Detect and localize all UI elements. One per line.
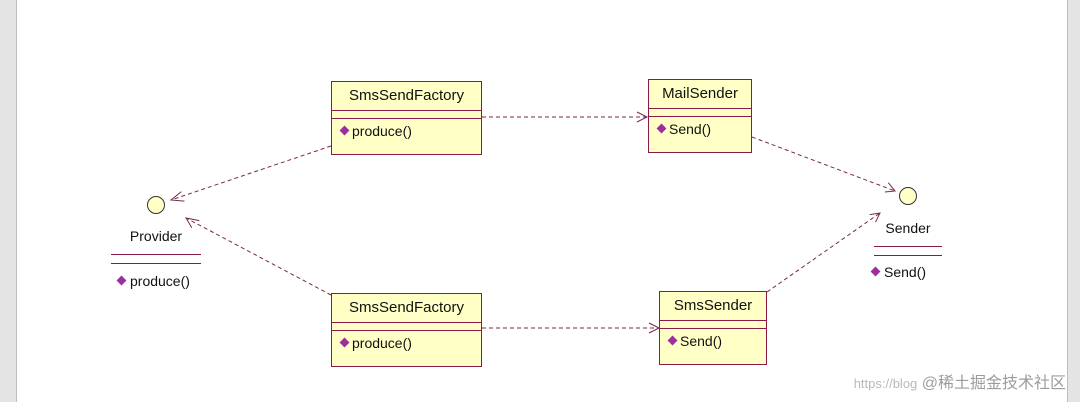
class-mail-sender[interactable]: MailSender Send() xyxy=(648,79,752,153)
interface-operation: Send() xyxy=(862,264,954,280)
interface-provider[interactable]: Provider produce() xyxy=(108,196,204,289)
class-name: SmsSendFactory xyxy=(332,294,481,323)
watermark: https://blog @稀土掘金技术社区 xyxy=(854,369,1066,393)
watermark-text: @稀土掘金技术社区 xyxy=(921,375,1066,392)
operation-icon xyxy=(656,123,667,134)
operation-label: produce() xyxy=(352,335,412,351)
edge-sms-sender-to-sender xyxy=(766,212,881,293)
operation-label: Send() xyxy=(680,333,723,349)
interface-divider xyxy=(874,255,942,256)
operations-compartment: produce() xyxy=(332,119,481,143)
interface-divider xyxy=(111,263,201,264)
attributes-compartment xyxy=(332,111,481,119)
class-name: MailSender xyxy=(649,80,751,109)
class-name: SmsSendFactory xyxy=(332,82,481,111)
window-left-border xyxy=(0,0,17,402)
interface-operation: produce() xyxy=(108,273,204,289)
edge-factory-top-to-provider xyxy=(170,145,332,201)
attributes-compartment xyxy=(332,323,481,331)
operation-label: Send() xyxy=(669,121,712,137)
interface-lollipop-icon xyxy=(899,187,917,205)
interface-divider xyxy=(874,246,942,247)
interface-lollipop-icon xyxy=(147,196,165,214)
interface-divider xyxy=(111,254,201,255)
operation-label: produce() xyxy=(130,273,190,289)
attributes-compartment xyxy=(649,109,751,117)
operation-icon xyxy=(339,337,350,348)
edge-factory-bottom-to-provider xyxy=(185,217,332,296)
operations-compartment: Send() xyxy=(649,117,751,141)
interface-name: Sender xyxy=(885,220,931,236)
watermark-url: https://blog xyxy=(853,376,918,391)
class-sms-send-factory-top[interactable]: SmsSendFactory produce() xyxy=(331,81,482,155)
arrowhead-icon xyxy=(185,217,200,229)
operation-icon xyxy=(667,335,678,346)
arrowhead-icon xyxy=(869,212,881,223)
arrowhead-icon xyxy=(884,182,896,193)
window-right-border xyxy=(1067,0,1080,402)
operation-icon xyxy=(116,275,127,286)
edge-mail-sender-to-sender xyxy=(751,136,896,192)
class-sms-send-factory-bottom[interactable]: SmsSendFactory produce() xyxy=(331,293,482,367)
interface-name: Provider xyxy=(129,228,183,244)
operation-label: produce() xyxy=(352,123,412,139)
operation-icon xyxy=(339,125,350,136)
operations-compartment: produce() xyxy=(332,331,481,355)
class-name: SmsSender xyxy=(660,292,766,321)
operation-label: Send() xyxy=(884,264,927,280)
arrowhead-icon xyxy=(169,191,185,202)
interface-sender[interactable]: Sender Send() xyxy=(862,187,954,280)
operations-compartment: Send() xyxy=(660,329,766,353)
class-sms-sender[interactable]: SmsSender Send() xyxy=(659,291,767,365)
arrowhead-icon xyxy=(636,111,649,123)
attributes-compartment xyxy=(660,321,766,329)
operation-icon xyxy=(870,266,881,277)
